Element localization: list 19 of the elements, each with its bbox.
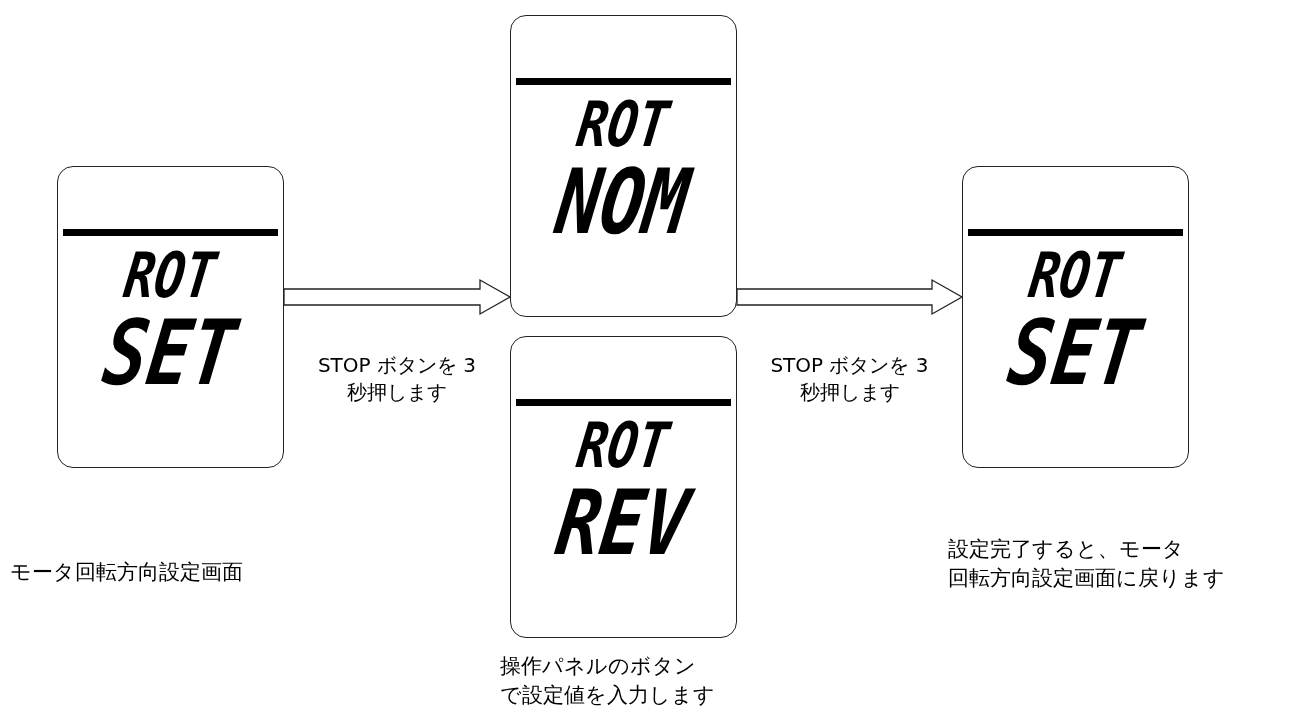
hollow-arrow xyxy=(283,278,512,316)
caption: 回転方向設定画面に戻ります xyxy=(948,565,1225,592)
segment-text: REV xyxy=(552,478,695,568)
lcd-display xyxy=(962,166,1189,468)
caption: モータ回転方向設定画面 xyxy=(10,559,243,586)
caption: 設定完了すると、モータ xyxy=(948,536,1184,563)
segment-text: SET xyxy=(99,308,242,398)
segment-text: NOM xyxy=(552,157,695,247)
segment-text: ROT xyxy=(1025,244,1126,308)
hollow-arrow xyxy=(736,278,964,316)
lcd-display xyxy=(510,336,737,638)
caption: で設定値を入力します xyxy=(500,682,715,709)
lcd-display xyxy=(510,15,737,317)
segment-text: SET xyxy=(1004,308,1147,398)
caption: 操作パネルのボタン xyxy=(500,653,696,680)
segment-text: ROT xyxy=(120,244,221,308)
segment-text: ROT xyxy=(573,414,674,478)
segment-text: ROT xyxy=(573,93,674,157)
lcd-display xyxy=(57,166,284,468)
